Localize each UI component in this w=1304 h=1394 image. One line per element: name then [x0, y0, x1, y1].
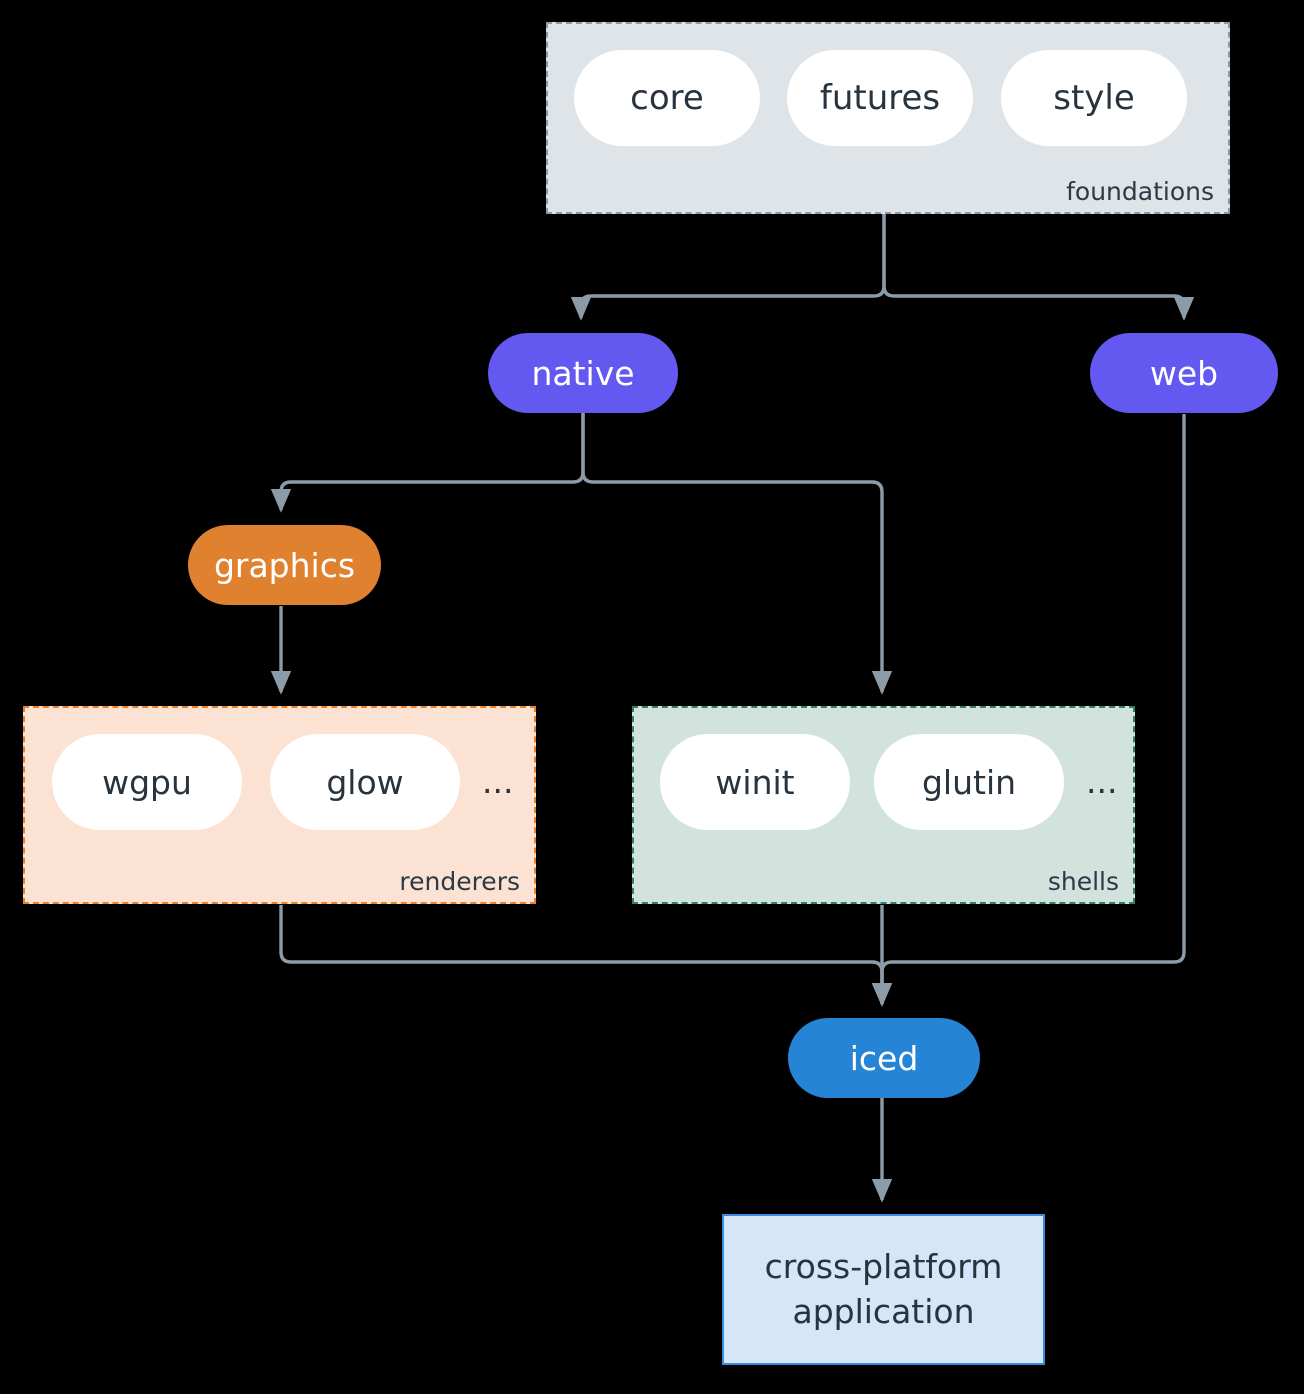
node-web-label: web	[1149, 353, 1219, 393]
node-cross-platform-application[interactable]: cross-platform application	[722, 1214, 1045, 1365]
pill-style-label: style	[1053, 78, 1135, 118]
pill-winit-label: winit	[715, 762, 795, 802]
application-line-2: application	[792, 1291, 975, 1331]
edge-renderers-iced	[279, 905, 893, 1007]
cluster-renderers: wgpu glow ... renderers	[23, 706, 536, 904]
pill-glutin-label: glutin	[921, 762, 1017, 802]
pill-glow-label: glow	[326, 762, 404, 802]
node-graphics-label: graphics	[213, 545, 356, 585]
pill-style[interactable]: style	[1001, 50, 1187, 146]
node-native-label: native	[531, 353, 635, 393]
edge-foundations-split	[570, 214, 886, 321]
pill-futures[interactable]: futures	[787, 50, 973, 146]
cluster-shells: winit glutin ... shells	[632, 706, 1135, 904]
edge-native-graphics	[270, 413, 585, 513]
pill-futures-label: futures	[819, 78, 941, 118]
pill-shells-more-label: ...	[1086, 762, 1118, 801]
pill-core-label: core	[630, 78, 704, 118]
node-web[interactable]: web	[1090, 333, 1278, 413]
node-iced[interactable]: iced	[788, 1018, 980, 1098]
edge-native-shells	[581, 413, 893, 695]
node-native[interactable]: native	[488, 333, 678, 413]
pill-glow[interactable]: glow	[270, 734, 460, 830]
cluster-foundations-label: foundations	[1066, 177, 1214, 206]
node-iced-label: iced	[849, 1038, 919, 1078]
pill-renderers-more: ...	[482, 734, 513, 830]
cluster-foundations: core futures style foundations	[546, 22, 1230, 214]
cluster-renderers-label: renderers	[399, 867, 520, 896]
cluster-shells-label: shells	[1047, 867, 1119, 896]
pill-winit[interactable]: winit	[660, 734, 850, 830]
pill-renderers-more-label: ...	[482, 762, 514, 801]
pill-wgpu[interactable]: wgpu	[52, 734, 242, 830]
pill-core[interactable]: core	[574, 50, 760, 146]
pill-wgpu-label: wgpu	[102, 762, 192, 802]
application-line-1: cross-platform	[764, 1246, 1003, 1286]
node-graphics[interactable]: graphics	[188, 525, 381, 605]
edge-foundations-web	[882, 214, 1195, 321]
pill-glutin[interactable]: glutin	[874, 734, 1064, 830]
pill-shells-more: ...	[1086, 734, 1117, 830]
